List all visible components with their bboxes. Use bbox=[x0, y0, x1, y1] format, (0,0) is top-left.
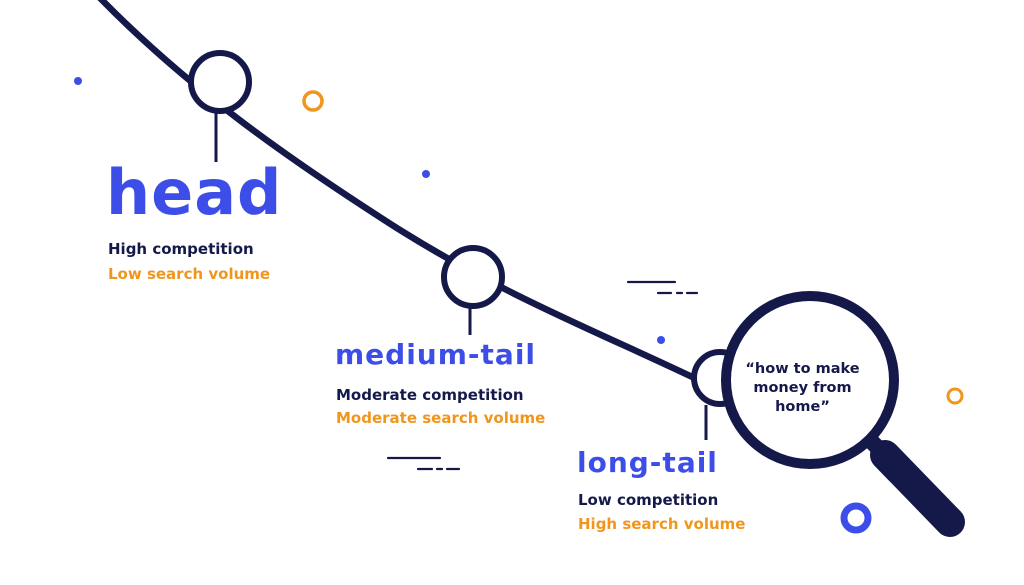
long-tail-title: long-tail bbox=[577, 446, 718, 479]
decor-dot bbox=[422, 170, 430, 178]
head-marker bbox=[188, 50, 252, 162]
head-competition: High competition bbox=[108, 240, 254, 258]
example-query: “how to make money from home” bbox=[745, 361, 860, 415]
decor-dashes bbox=[626, 280, 699, 295]
medium-tail-title: medium-tail bbox=[335, 338, 537, 371]
decor-ring bbox=[946, 387, 964, 405]
decor-ring bbox=[840, 502, 872, 534]
medium-tail-marker bbox=[441, 245, 505, 335]
long-tail-search-volume: High search volume bbox=[578, 515, 746, 533]
head-search-volume: Low search volume bbox=[108, 265, 271, 283]
head-title: head bbox=[106, 156, 283, 229]
decor-ring bbox=[302, 90, 324, 112]
medium-tail-competition: Moderate competition bbox=[336, 386, 524, 404]
decor-dashes bbox=[386, 456, 461, 471]
long-tail-competition: Low competition bbox=[578, 491, 719, 509]
decor-dot bbox=[657, 336, 665, 344]
magnifying-glass-icon bbox=[721, 291, 965, 537]
decor-dot bbox=[74, 77, 82, 85]
medium-tail-search-volume: Moderate search volume bbox=[336, 409, 546, 427]
